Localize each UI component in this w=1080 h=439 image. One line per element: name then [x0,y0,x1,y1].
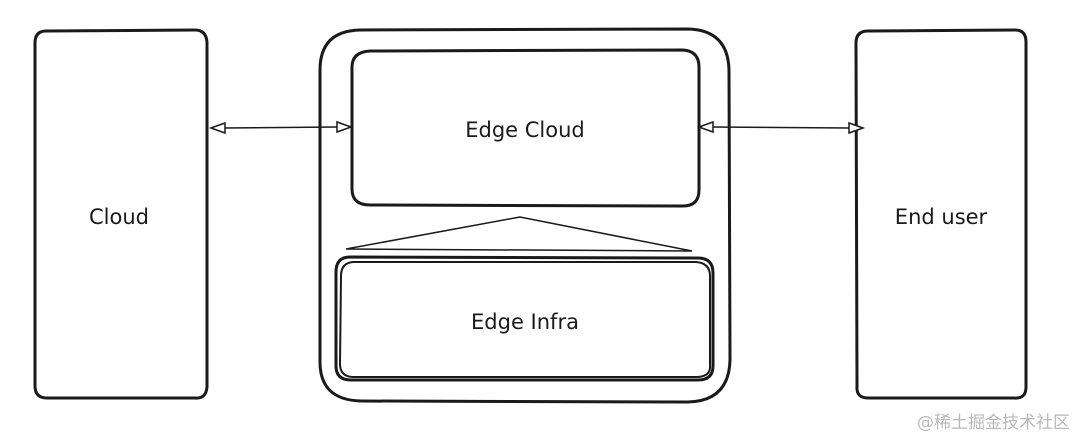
edge-cloud-left-arrowhead [336,120,354,134]
edge-infra-box [334,255,715,382]
edge-cloud-right-arrowhead [696,120,714,134]
edge-infra-box-outline [339,261,711,378]
end-user-box [854,28,1028,400]
cloud-label: Cloud [89,205,149,229]
end-user-label: End user [895,205,988,229]
edge-container [318,27,732,404]
edge-infra-label: Edge Infra [471,310,579,334]
edge-cloud-box [350,48,701,208]
end-user-side-arrowhead [848,121,866,135]
support-triangle [345,216,693,252]
cloud-edge-cloud-connector [223,126,338,129]
watermark: @稀土掘金技术社区 [917,413,1070,433]
edge-cloud-label: Edge Cloud [465,118,585,142]
cloud-side-arrowhead [208,121,226,135]
edge-cloud-end-user-connector [712,126,850,129]
cloud-box [33,28,209,400]
